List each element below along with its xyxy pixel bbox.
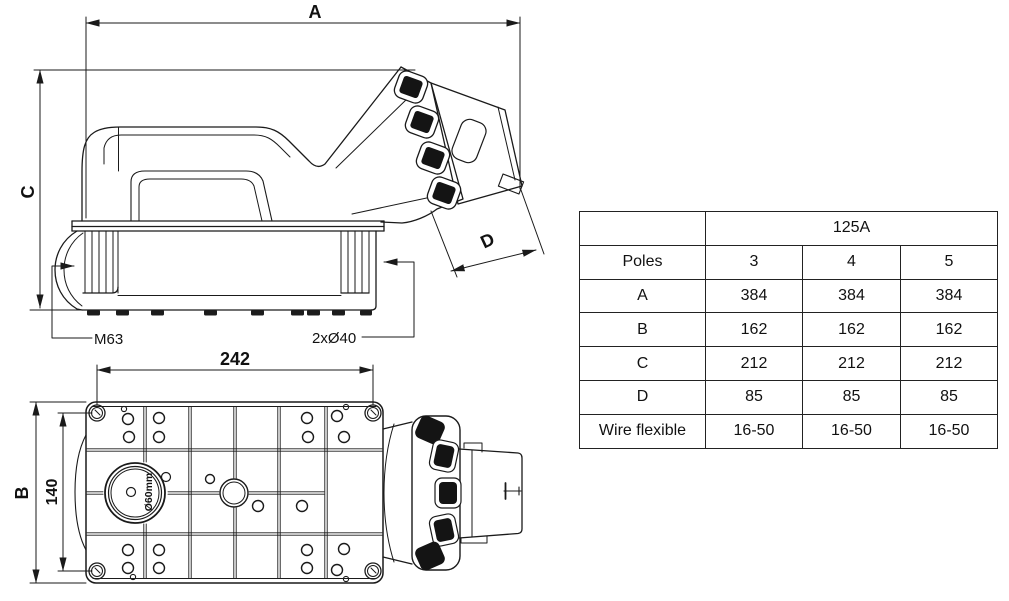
dim-a-label: A — [309, 2, 322, 22]
table-cell: 16-50 — [900, 413, 998, 449]
table-cell: 85 — [900, 379, 998, 415]
row-label-cell: C — [579, 346, 706, 381]
dim-140-label: 140 — [44, 479, 61, 506]
dim-c-label: C — [18, 186, 38, 199]
row-label-cell: Poles — [579, 244, 706, 280]
center-hole — [219, 478, 249, 508]
table-corner-cell — [579, 211, 706, 246]
table-cell: 162 — [900, 312, 998, 348]
bottom-view-outlet — [382, 415, 523, 571]
table-cell: 384 — [900, 278, 998, 314]
table-row: Poles 3 4 5 — [579, 244, 998, 280]
table-cell: 85 — [705, 379, 803, 415]
spec-table: 125A Poles 3 4 5 A 384 384 384 B 162 162… — [579, 211, 998, 449]
dim-d-label: D — [477, 229, 497, 253]
table-cell: 384 — [705, 278, 803, 314]
row-label-cell: B — [579, 312, 706, 348]
table-cell: 16-50 — [802, 413, 901, 449]
table-row: D 85 85 85 — [579, 379, 998, 415]
side-view-drawing: A C D M63 2xØ40 — [18, 2, 545, 348]
amperage-header-cell: 125A — [705, 211, 998, 246]
table-row: A 384 384 384 — [579, 278, 998, 314]
technical-drawing: A C D M63 2xØ40 — [12, 2, 545, 584]
row-label-cell: A — [579, 278, 706, 314]
corner-screws — [88, 404, 382, 580]
gland-size-label: M63 — [94, 331, 123, 348]
table-row: 125A — [579, 211, 998, 246]
side-view-dome — [81, 66, 437, 222]
table-cell: 3 — [705, 244, 803, 280]
row-label-cell: D — [579, 379, 706, 415]
bottom-view-body — [74, 401, 384, 584]
knockout-circle — [104, 462, 172, 524]
table-row: C 212 212 212 — [579, 346, 998, 381]
cap-pin — [503, 486, 522, 496]
bottom-grid-lines — [86, 406, 383, 579]
side-view-outlet — [380, 66, 525, 224]
bottom-view-dimensions — [29, 364, 374, 584]
pilot-holes — [120, 403, 350, 583]
side-view-base — [54, 220, 385, 316]
side-view-dimensions — [29, 16, 545, 339]
table-cell: 162 — [802, 312, 901, 348]
dim-b-label: B — [12, 487, 32, 500]
knockout-diameter-label: Ø60mm — [143, 473, 155, 512]
table-cell: 16-50 — [705, 413, 803, 449]
table-cell: 5 — [900, 244, 998, 280]
table-cell: 212 — [802, 346, 901, 381]
table-cell: 212 — [705, 346, 803, 381]
table-row: Wire flexible 16-50 16-50 16-50 — [579, 413, 998, 449]
table-cell: 4 — [802, 244, 901, 280]
center-hole-inner — [222, 481, 246, 505]
cap-grip-ribs — [393, 70, 462, 210]
table-cell: 212 — [900, 346, 998, 381]
bottom-view-drawing: 242 B 140 Ø60mm — [12, 349, 523, 584]
row-label-cell: Wire flexible — [579, 413, 706, 449]
table-cell: 384 — [802, 278, 901, 314]
fixing-holes — [121, 409, 351, 577]
table-cell: 85 — [802, 379, 901, 415]
table-row: B 162 162 162 — [579, 312, 998, 348]
knockout-size-label: 2xØ40 — [312, 330, 356, 347]
mounting-feet — [87, 310, 372, 316]
dim-242-label: 242 — [220, 349, 250, 369]
table-cell: 162 — [705, 312, 803, 348]
